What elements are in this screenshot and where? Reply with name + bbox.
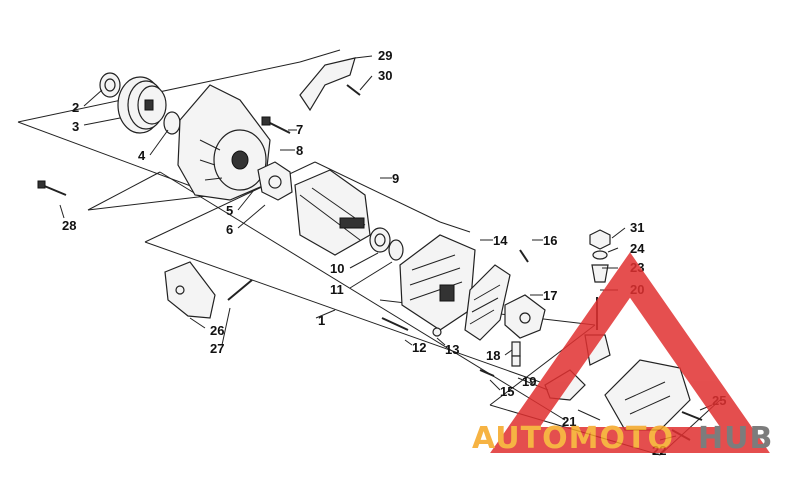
callout-29: 29 — [378, 48, 392, 63]
part-pulley-3 — [117, 76, 167, 134]
callout-11: 11 — [330, 282, 344, 297]
callout-19: 19 — [522, 374, 536, 389]
callout-10: 10 — [330, 261, 344, 276]
callout-27: 27 — [210, 341, 224, 356]
part-ring-11 — [388, 239, 404, 261]
part-bolt-27 — [227, 279, 253, 301]
part-bracket-26 — [164, 261, 216, 319]
part-front-housing-5 — [177, 84, 271, 201]
part-bolt-30 — [346, 84, 361, 96]
callout-24: 24 — [630, 241, 645, 256]
callout-1: 1 — [318, 313, 325, 328]
part-bolt-28 — [37, 180, 67, 196]
triangle-icon — [490, 252, 770, 453]
callout-12: 12 — [412, 340, 426, 355]
callout-18: 18 — [486, 348, 500, 363]
part-nut-13 — [432, 327, 442, 337]
callout-31: 31 — [630, 220, 644, 235]
callout-6: 6 — [226, 222, 233, 237]
callout-13: 13 — [445, 342, 459, 357]
callout-28: 28 — [62, 218, 76, 233]
part-rotor-9 — [294, 169, 371, 256]
part-insulator-23 — [591, 264, 609, 283]
callout-16: 16 — [543, 233, 557, 248]
callout-21: 21 — [562, 414, 576, 429]
part-bolt-25 — [681, 411, 703, 421]
watermark-text-part2: HUB — [698, 421, 773, 456]
callout-14: 14 — [493, 233, 508, 248]
part-bolt-7 — [261, 116, 291, 134]
callout-30: 30 — [378, 68, 392, 83]
part-screw-16 — [519, 249, 529, 263]
part-regulator-17 — [504, 294, 546, 339]
watermark-text-part1: AUTOMOTO — [472, 421, 674, 456]
callout-17: 17 — [543, 288, 557, 303]
callout-3: 3 — [72, 119, 79, 134]
watermark-logo: AUTOMOTO HUB — [472, 252, 773, 456]
part-bearing-10 — [369, 227, 391, 253]
part-brush-18 — [511, 341, 521, 367]
part-spacer-4 — [163, 111, 181, 135]
part-washer-24 — [592, 250, 608, 260]
part-bracket-29 — [299, 57, 356, 112]
part-screw-15 — [479, 369, 495, 377]
callout-4: 4 — [138, 148, 146, 163]
callout-2: 2 — [72, 100, 79, 115]
callout-7: 7 — [296, 122, 303, 137]
callout-5: 5 — [226, 203, 233, 218]
part-plate-6 — [257, 161, 293, 201]
part-nut-31 — [589, 229, 611, 250]
part-rectifier-14 — [464, 264, 511, 341]
part-bolt-12 — [381, 317, 409, 331]
part-cover-21 — [604, 359, 691, 431]
part-nut-2 — [99, 72, 121, 98]
part-rear-housing — [399, 234, 476, 331]
callout-26: 26 — [210, 323, 224, 338]
callout-9: 9 — [392, 171, 399, 186]
callout-8: 8 — [296, 143, 303, 158]
callout-15: 15 — [500, 384, 514, 399]
